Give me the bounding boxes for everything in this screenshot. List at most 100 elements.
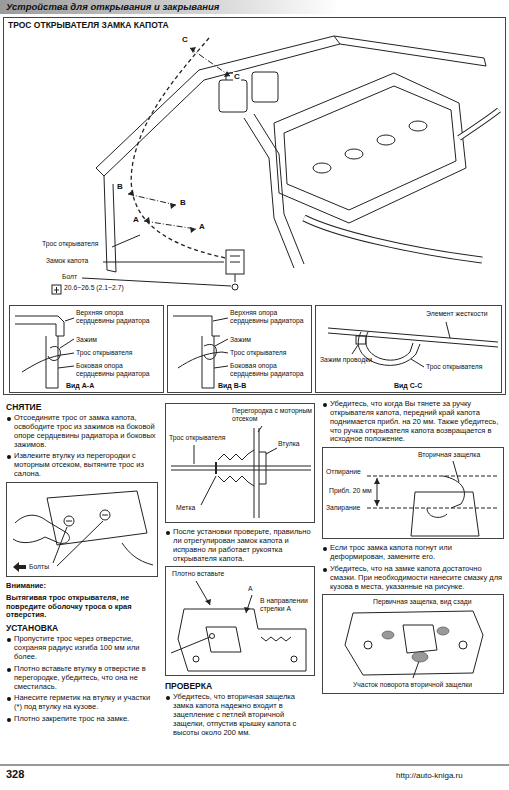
callout-letter: B [179, 198, 187, 207]
drawing-stroke [254, 114, 304, 264]
drawing-stroke [112, 235, 140, 247]
part-label: Зажим проводки [320, 356, 380, 364]
drawing-stroke [178, 609, 306, 671]
text-column: Убедитесь, что когда Вы тянете за ручку … [322, 400, 504, 699]
part-label: Трос открывателя [169, 434, 225, 442]
drawing-stroke [128, 190, 134, 196]
view-panel: Элемент жесткостиЗажим проводкиТрос откр… [315, 305, 502, 393]
drawing-stroke [66, 515, 108, 521]
drawing-stroke [224, 71, 230, 77]
part-label: Втулка [278, 440, 300, 448]
warning-heading: Внимание: [6, 582, 158, 591]
drawing-stroke [334, 36, 486, 66]
drawing-stroke [204, 344, 216, 359]
part-label: Болт [62, 273, 77, 281]
instruction-item: Убедитесь, что когда Вы тянете за ручку … [322, 400, 504, 444]
instruction-item: Убедитесь, что на замке капота достаточн… [322, 565, 504, 592]
drawing-stroke [171, 637, 210, 653]
drawing-stroke [131, 38, 226, 258]
part-label: Зажим [76, 336, 97, 344]
drawing-stroke [190, 227, 196, 233]
page-number: 328 [6, 768, 24, 781]
figure-box: Плотно вставьтеAВ направлении стрелки A [165, 566, 315, 676]
drawing-stroke [453, 461, 459, 482]
drawing-stroke [218, 450, 254, 486]
drawing-stroke [412, 652, 428, 662]
drawing-stroke [366, 332, 413, 360]
callout-letter: A [132, 215, 140, 224]
drawing-stroke [15, 316, 64, 336]
drawing-stroke [173, 316, 228, 388]
lock-install-drawing [166, 567, 314, 675]
drawing-stroke [53, 521, 103, 566]
drawing-stroke [52, 36, 499, 294]
drawing-stroke [313, 163, 331, 173]
drawing-stroke [377, 135, 395, 145]
part-label: Первичная защелка, вид сзади [373, 598, 471, 606]
part-label: Болты [29, 563, 49, 571]
instruction-item: Убедитесь, что вторичная защелка замка к… [165, 693, 315, 737]
part-label: Верхняя опора сердцевины радиатора [230, 309, 310, 325]
part-label: Зажим [230, 336, 251, 344]
part-label: Замок капота [46, 257, 106, 265]
drawing-stroke [13, 491, 153, 566]
section-heading: СНЯТИЕ [6, 402, 158, 412]
drawing-stroke [54, 287, 59, 293]
drawing-stroke [304, 218, 482, 260]
removal-drawing [7, 483, 157, 576]
drawing-stroke [409, 121, 427, 131]
drawing-stroke [193, 656, 199, 662]
section-heading: ПРОВЕРКА [165, 681, 315, 691]
footer-rule [0, 765, 509, 766]
figure-box: Вторичная защелкаОтпираниеПрибл. 20 ммЗа… [322, 447, 504, 539]
drawing-stroke [232, 284, 238, 290]
drawing-stroke [205, 599, 250, 613]
part-label: Запирание [326, 504, 360, 512]
drawing-stroke [274, 73, 466, 223]
drawing-stroke [215, 462, 217, 474]
view-caption: Вид А-А [66, 382, 94, 390]
instruction-item: Если трос замка капота погнут или деформ… [322, 544, 504, 562]
drawing-stroke [403, 625, 437, 653]
part-label: Боковая опора сердцевины радиатора [76, 362, 162, 378]
drawing-stroke [254, 428, 259, 518]
instruction-item: Нанесите герметик на втулку и участки (*… [6, 694, 158, 712]
instruction-item: Извлеките втулку из перегородки с моторн… [6, 452, 158, 479]
drawing-stroke [459, 110, 499, 138]
drawing-stroke [206, 627, 241, 652]
source-url: http://auto-kniga.ru [396, 771, 463, 780]
drawing-stroke [345, 611, 483, 675]
callout-letter: B [116, 182, 124, 191]
part-label: Прибл. 20 мм [329, 487, 372, 495]
drawing-stroke [52, 285, 61, 294]
instruction-item: Пропустите трос через отверстие, сохраня… [6, 635, 158, 662]
drawing-stroke [190, 47, 196, 53]
text-column: Перегородка с моторным отсекомТрос откры… [165, 400, 315, 741]
figure-box: Перегородка с моторным отсекомТрос откры… [165, 403, 315, 523]
part-label: Трос открывателя [230, 349, 286, 357]
drawing-stroke [219, 80, 247, 112]
drawing-stroke [58, 318, 74, 368]
callout-letter: C [233, 72, 241, 81]
part-label: 20.6~26.5 (2.1~2.7) [64, 284, 124, 292]
instruction-item: Плотно закрепите трос на замке. [6, 715, 158, 724]
part-label: Трос открывателя [76, 349, 132, 357]
instruction-item: Плотно вставьте втулку в отверстие в пер… [6, 665, 158, 692]
callout-letter: C [181, 35, 189, 44]
drawing-stroke [259, 452, 266, 484]
drawing-stroke [190, 48, 230, 76]
part-label: Участок поворота вторичной защелки [353, 681, 498, 689]
view-panel: Верхняя опора сердцевины радиатораЗажимТ… [9, 305, 164, 393]
drawing-stroke [230, 256, 240, 282]
drawing-stroke [364, 641, 372, 649]
drawing-stroke [46, 336, 58, 388]
drawing-stroke [367, 461, 499, 536]
part-label: Трос открывателя [426, 363, 482, 371]
header-band [0, 0, 340, 14]
drawing-stroke [170, 203, 176, 209]
drawing-stroke [96, 36, 340, 176]
figure-box: Первичная защелка, вид сзадиУчасток пово… [322, 594, 504, 694]
drawing-stroke [22, 354, 68, 372]
drawing-stroke [104, 176, 116, 272]
section-heading: УСТАНОВКА [6, 623, 158, 633]
